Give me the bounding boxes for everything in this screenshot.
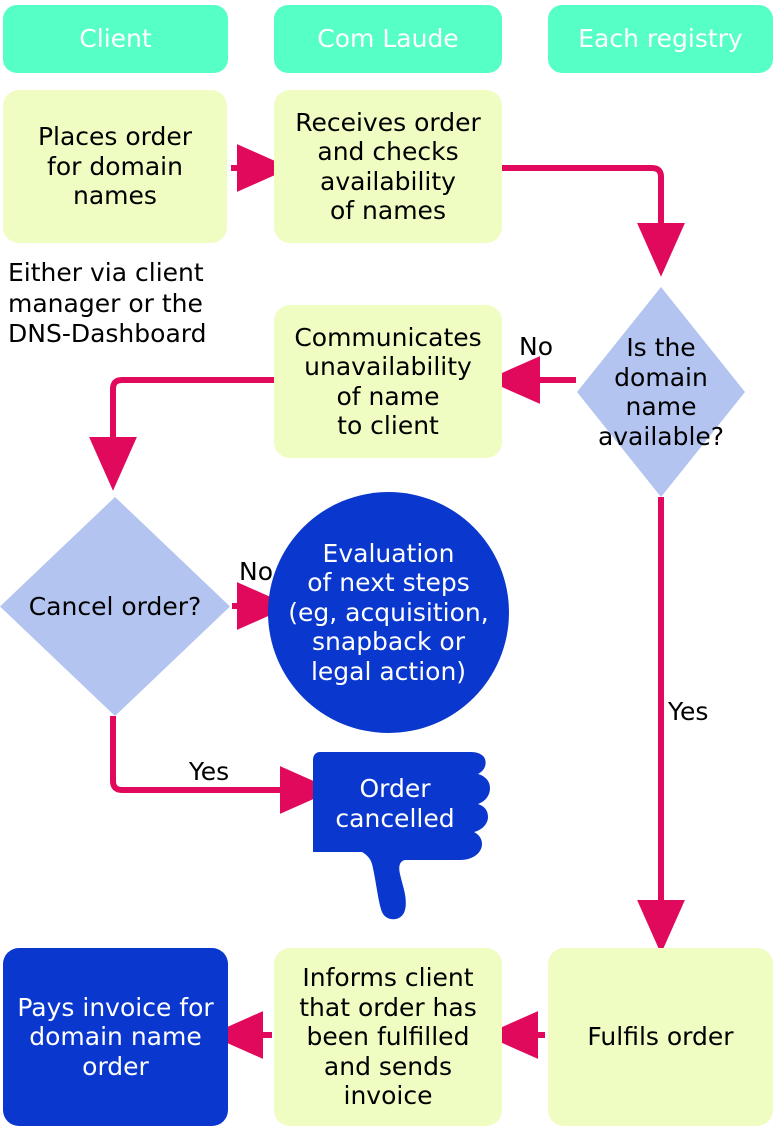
process-fulfils-order-label: Fulfils order xyxy=(587,1022,734,1052)
process-pays-invoice-label: Pays invoice for domain name order xyxy=(17,992,214,1081)
decision-cancel-order-shape xyxy=(0,497,230,716)
process-places-order: Places order for domain names xyxy=(3,90,227,243)
lane-header-client-label: Client xyxy=(79,24,152,54)
process-informs-client-label: Informs client that order has been fulfi… xyxy=(299,963,477,1111)
decision-is-domain-available-label: Is the domain name available? xyxy=(597,333,725,451)
edge-label-no-registry-text: No xyxy=(519,332,553,362)
lane-header-com-laude: Com Laude xyxy=(274,5,502,73)
annotation-client-channels: Either via client manager or the DNS-Das… xyxy=(8,258,258,368)
terminal-order-cancelled-label: Order cancelled xyxy=(335,774,455,833)
decision-is-domain-available: Is the domain name available? xyxy=(577,287,745,497)
lane-header-each-registry-label: Each registry xyxy=(578,24,743,54)
thumbs-down-icon xyxy=(313,752,490,920)
lane-header-each-registry: Each registry xyxy=(548,5,773,73)
annotation-client-channels-label: Either via client manager or the DNS-Das… xyxy=(8,258,207,348)
terminal-order-cancelled: Order cancelled xyxy=(310,752,495,922)
process-informs-client: Informs client that order has been fulfi… xyxy=(274,948,502,1126)
process-communicates-unavailability-label: Communicates unavailability of name to c… xyxy=(294,322,482,441)
process-places-order-label: Places order for domain names xyxy=(37,122,193,211)
lane-header-com-laude-label: Com Laude xyxy=(317,24,459,54)
decision-is-domain-available-shape xyxy=(577,287,745,497)
edge-label-yes-registry-text: Yes xyxy=(668,697,709,727)
process-communicates-unavailability: Communicates unavailability of name to c… xyxy=(274,305,502,458)
terminal-evaluation-next-steps-label: Evaluation of next steps (eg, acquisitio… xyxy=(288,538,489,686)
edge-communicates-to-cancel xyxy=(89,377,274,491)
process-fulfils-order: Fulfils order xyxy=(548,948,773,1126)
lane-header-client: Client xyxy=(3,5,228,73)
edge-label-yes-registry: Yes xyxy=(668,695,730,729)
process-pays-invoice: Pays invoice for domain name order xyxy=(3,948,228,1126)
edge-label-no-cancel-text: No xyxy=(239,557,273,587)
edge-label-no-registry: No xyxy=(508,330,564,364)
edge-label-yes-cancel: Yes xyxy=(178,755,240,789)
process-receives-order: Receives order and checks availability o… xyxy=(274,90,502,243)
edge-receives-to-decision xyxy=(502,165,685,277)
process-receives-order-label: Receives order and checks availability o… xyxy=(295,107,481,226)
edge-cancel-yes-to-cancelled xyxy=(110,716,334,814)
edge-label-yes-cancel-text: Yes xyxy=(188,757,230,787)
decision-cancel-order: Cancel order? xyxy=(0,497,230,716)
decision-cancel-order-label: Cancel order? xyxy=(28,591,202,621)
terminal-evaluation-next-steps: Evaluation of next steps (eg, acquisitio… xyxy=(268,492,509,733)
